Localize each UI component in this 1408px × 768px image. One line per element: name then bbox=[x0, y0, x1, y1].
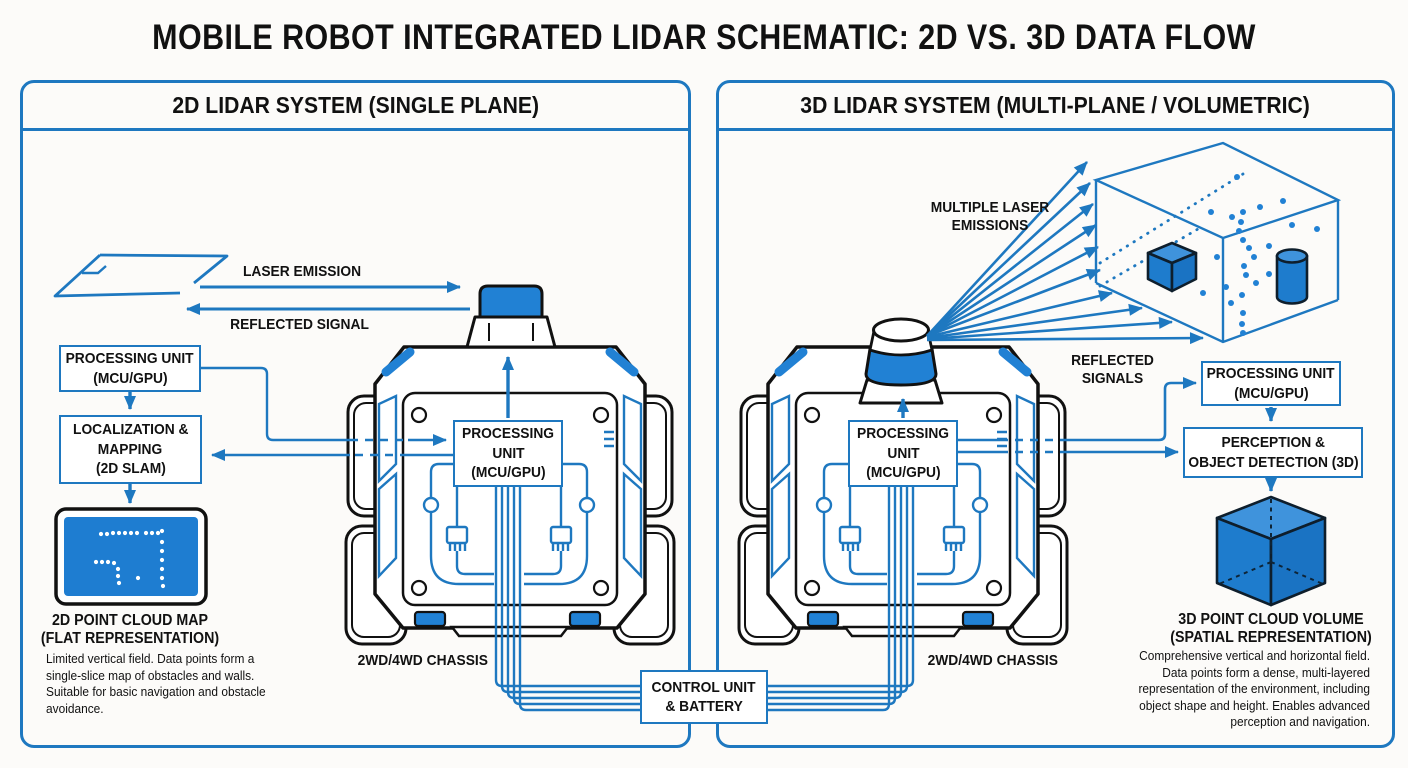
perception-object-detection-box: PERCEPTION & OBJECT DETECTION (3D) bbox=[1183, 427, 1363, 478]
control-unit-battery-box: CONTROL UNIT & BATTERY bbox=[640, 670, 768, 724]
laser-emission-label: LASER EMISSION bbox=[242, 263, 362, 280]
page-title: MOBILE ROBOT INTEGRATED LIDAR SCHEMATIC:… bbox=[152, 18, 1256, 57]
panel-3d-header-label: 3D LIDAR SYSTEM (MULTI-PLANE / VOLUMETRI… bbox=[800, 92, 1311, 118]
volume-caption: 3D POINT CLOUD VOLUME (SPATIAL REPRESENT… bbox=[1170, 611, 1372, 646]
panel-3d-lidar: 3D LIDAR SYSTEM (MULTI-PLANE / VOLUMETRI… bbox=[716, 80, 1395, 748]
volume-description: Comprehensive vertical and horizontal fi… bbox=[1138, 648, 1370, 729]
panel-3d-header: 3D LIDAR SYSTEM (MULTI-PLANE / VOLUMETRI… bbox=[719, 83, 1392, 131]
localization-mapping-box: LOCALIZATION & MAPPING (2D SLAM) bbox=[59, 415, 202, 484]
reflected-signal-label: REFLECTED SIGNAL bbox=[230, 316, 369, 333]
left-robot-processing-box: PROCESSING UNIT (MCU/GPU) bbox=[453, 420, 563, 487]
processing-unit-box-3d: PROCESSING UNIT (MCU/GPU) bbox=[1201, 361, 1341, 406]
right-robot-processing-box: PROCESSING UNIT (MCU/GPU) bbox=[848, 420, 958, 487]
multiple-laser-emissions-label: MULTIPLE LASER EMISSIONS bbox=[930, 199, 1050, 234]
right-chassis-label: 2WD/4WD CHASSIS bbox=[927, 652, 1058, 669]
reflected-signals-label: REFLECTED SIGNALS bbox=[1071, 352, 1154, 387]
left-chassis-label: 2WD/4WD CHASSIS bbox=[357, 652, 488, 669]
map-caption: 2D POINT CLOUD MAP (FLAT REPRESENTATION) bbox=[40, 612, 220, 647]
panel-2d-lidar: 2D LIDAR SYSTEM (SINGLE PLANE) bbox=[20, 80, 691, 748]
panel-2d-header-label: 2D LIDAR SYSTEM (SINGLE PLANE) bbox=[172, 92, 539, 118]
processing-unit-box-2d: PROCESSING UNIT (MCU/GPU) bbox=[59, 345, 201, 392]
panel-2d-header: 2D LIDAR SYSTEM (SINGLE PLANE) bbox=[23, 83, 688, 131]
map-description: Limited vertical field. Data points form… bbox=[46, 651, 266, 716]
